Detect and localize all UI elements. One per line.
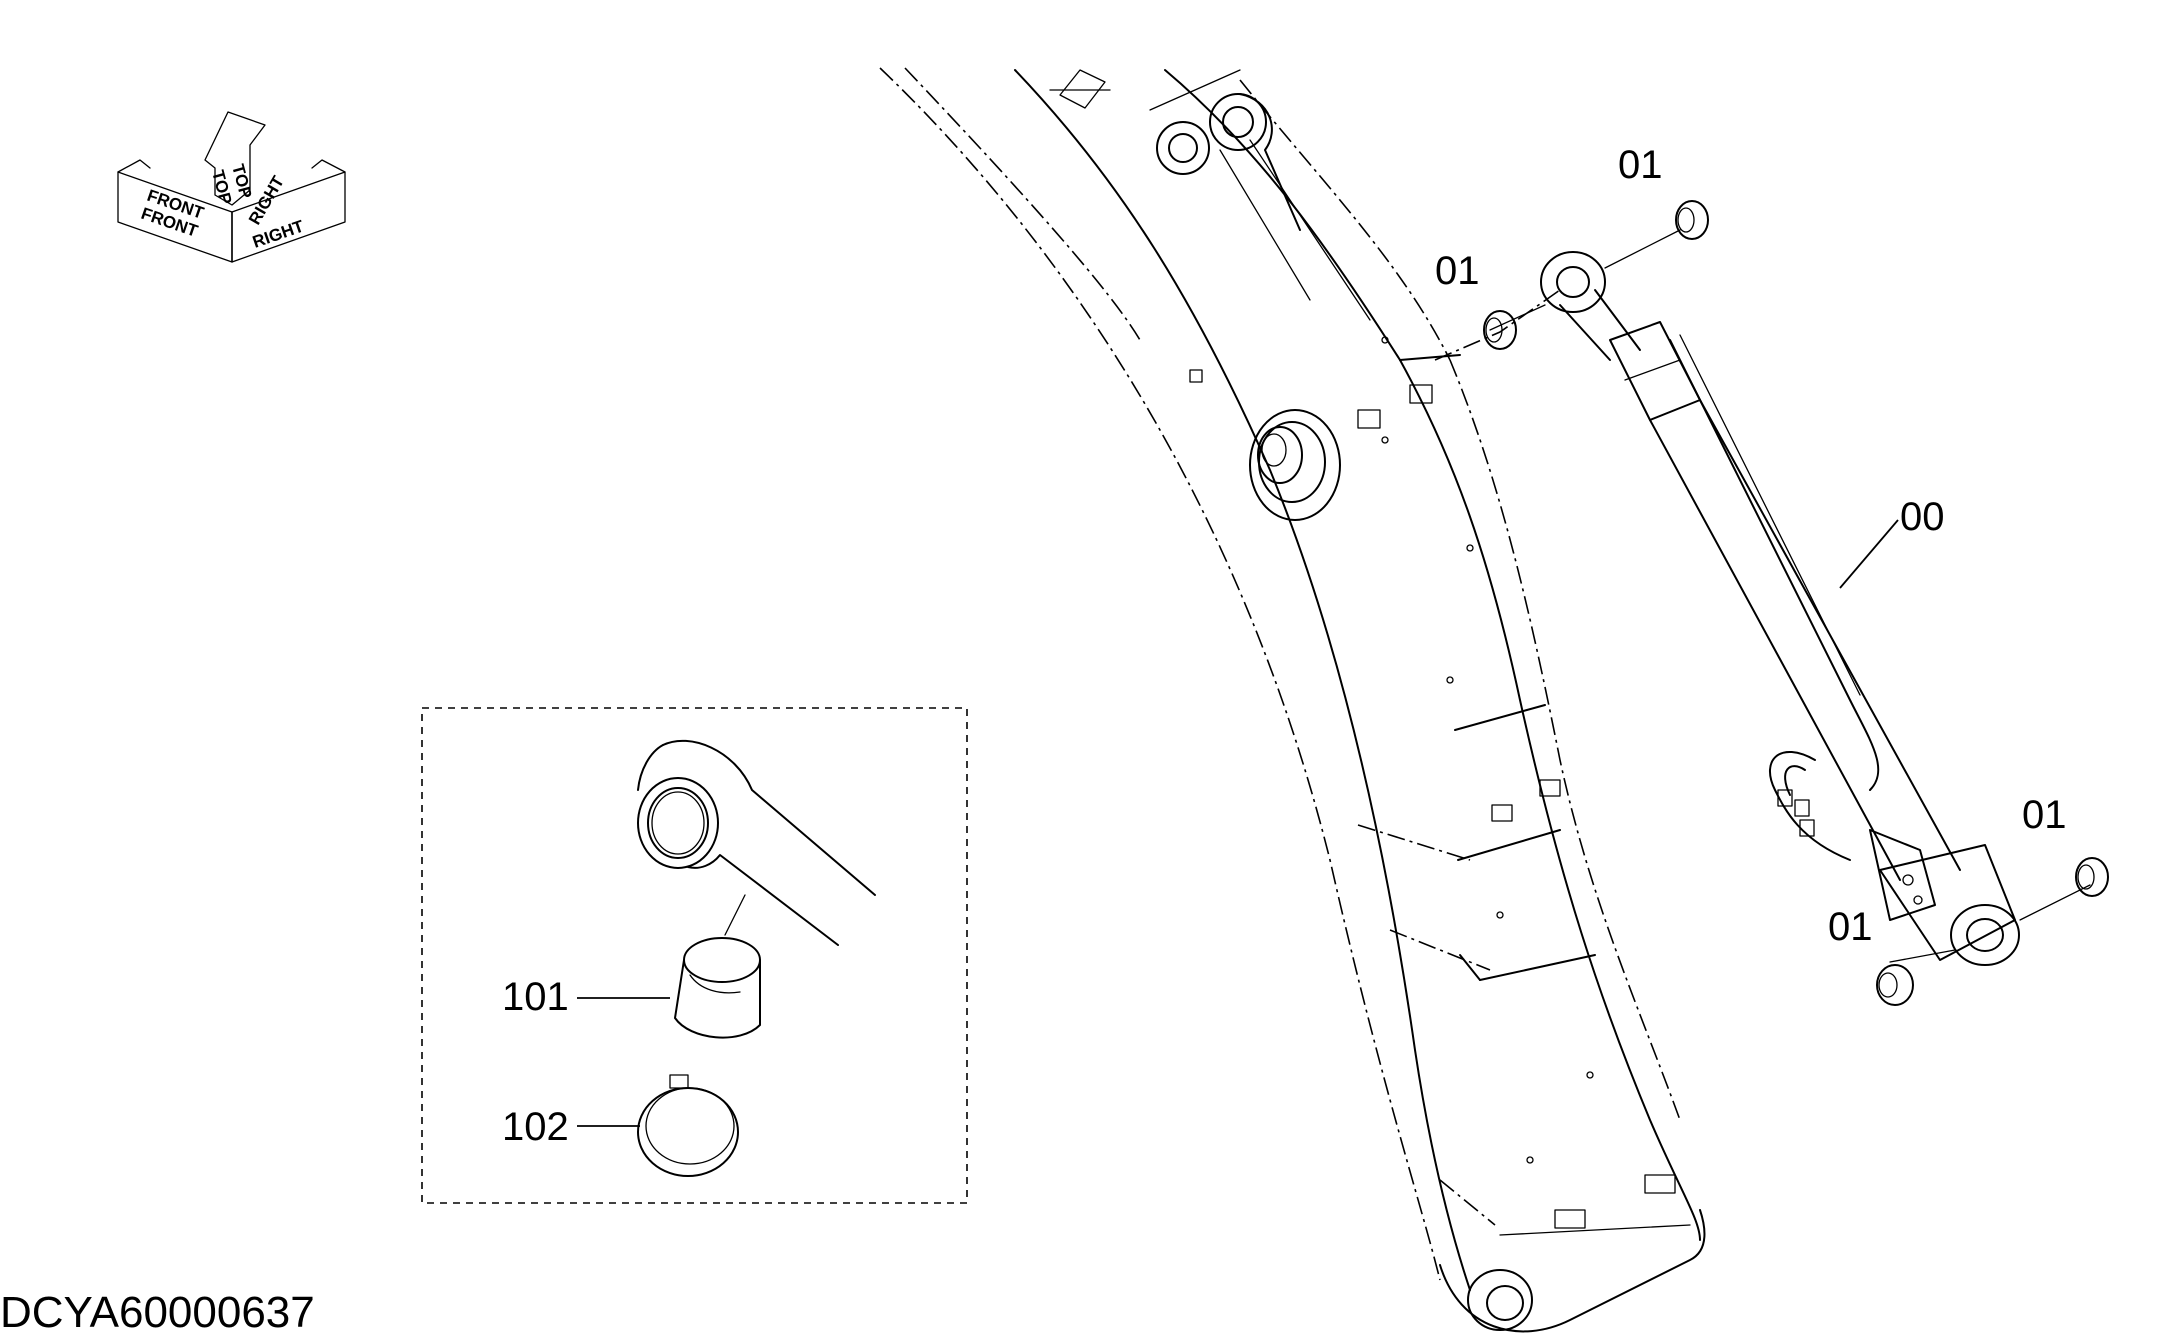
- dust-seal-bottom-left: [1876, 964, 1914, 1006]
- callout-seal-top-left: 01: [1435, 249, 1480, 293]
- dust-seal-bottom-right: [2075, 857, 2109, 897]
- callout-seal-top-right: 01: [1618, 143, 1663, 187]
- dust-seal-top-left: [1483, 310, 1517, 350]
- callout-cylinder: 00: [1900, 495, 1945, 539]
- snap-ring-part: [637, 1074, 739, 1177]
- bushing-part: [674, 937, 761, 1039]
- callout-snap-ring: 102: [502, 1105, 569, 1149]
- callout-seal-bottom-right: 01: [2022, 793, 2067, 837]
- boom-arm: [879, 67, 1706, 1333]
- callout-seal-bottom-left: 01: [1828, 905, 1873, 949]
- callout-bushing: 101: [502, 975, 569, 1019]
- document-id: DCYA60000637: [0, 1288, 315, 1337]
- dust-seal-top-right: [1675, 200, 1709, 240]
- hydraulic-cylinder: [1540, 251, 2020, 966]
- orientation-icon: FRONT FRONT TOP TOP RIGHT RIGHT: [117, 111, 346, 263]
- detail-view-box: 101 102: [421, 707, 968, 1204]
